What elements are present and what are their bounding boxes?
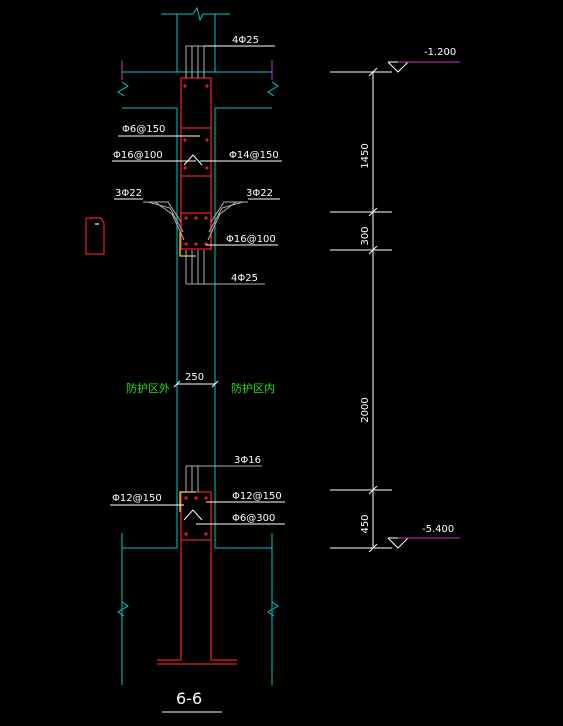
label-bottom-stirrup: Φ6@300: [232, 513, 275, 524]
label-stirrup-upper: Φ6@150: [122, 124, 165, 135]
wall-thickness: 250: [185, 372, 204, 383]
stirrup-hooks: [183, 154, 203, 521]
section-title: 6-6: [176, 689, 202, 708]
label-beam-right: 3Φ22: [246, 188, 273, 199]
bar-extensions: [143, 45, 265, 492]
dim-300: 300: [360, 226, 371, 245]
level-marker-top: [387, 61, 460, 73]
zone-inside-label: 防护区内: [231, 381, 275, 395]
label-bottom-main: 3Φ16: [234, 455, 261, 466]
level-bottom-value: -5.400: [422, 524, 454, 535]
label-beam-stirrup: Φ16@100: [226, 234, 276, 245]
label-bottom-left: Φ12@150: [112, 493, 162, 504]
label-dist-right: Φ14@150: [229, 150, 279, 161]
slab-level-ticks: [121, 60, 273, 80]
label-bottom-right: Φ12@150: [232, 491, 282, 502]
leader-lines: [110, 45, 285, 525]
level-marker-bottom: [387, 537, 460, 549]
label-beam-left: 3Φ22: [115, 188, 142, 199]
top-break-line: [161, 6, 230, 22]
rebar-cage: [157, 77, 237, 665]
dim-1450: 1450: [360, 143, 371, 168]
zone-outside-label: 防护区外: [126, 381, 170, 395]
dim-450: 450: [360, 514, 371, 533]
label-dist-left: Φ16@100: [113, 150, 163, 161]
detail-mark: [85, 217, 105, 255]
label-top-main: 4Φ25: [232, 35, 259, 46]
wall-outline: [117, 14, 279, 685]
vertical-dimension: [330, 67, 392, 553]
label-beam-bottom: 4Φ25: [231, 273, 258, 284]
dim-2000: 2000: [360, 397, 371, 422]
level-top-value: -1.200: [424, 47, 456, 58]
rebar-dots: [183, 84, 209, 536]
